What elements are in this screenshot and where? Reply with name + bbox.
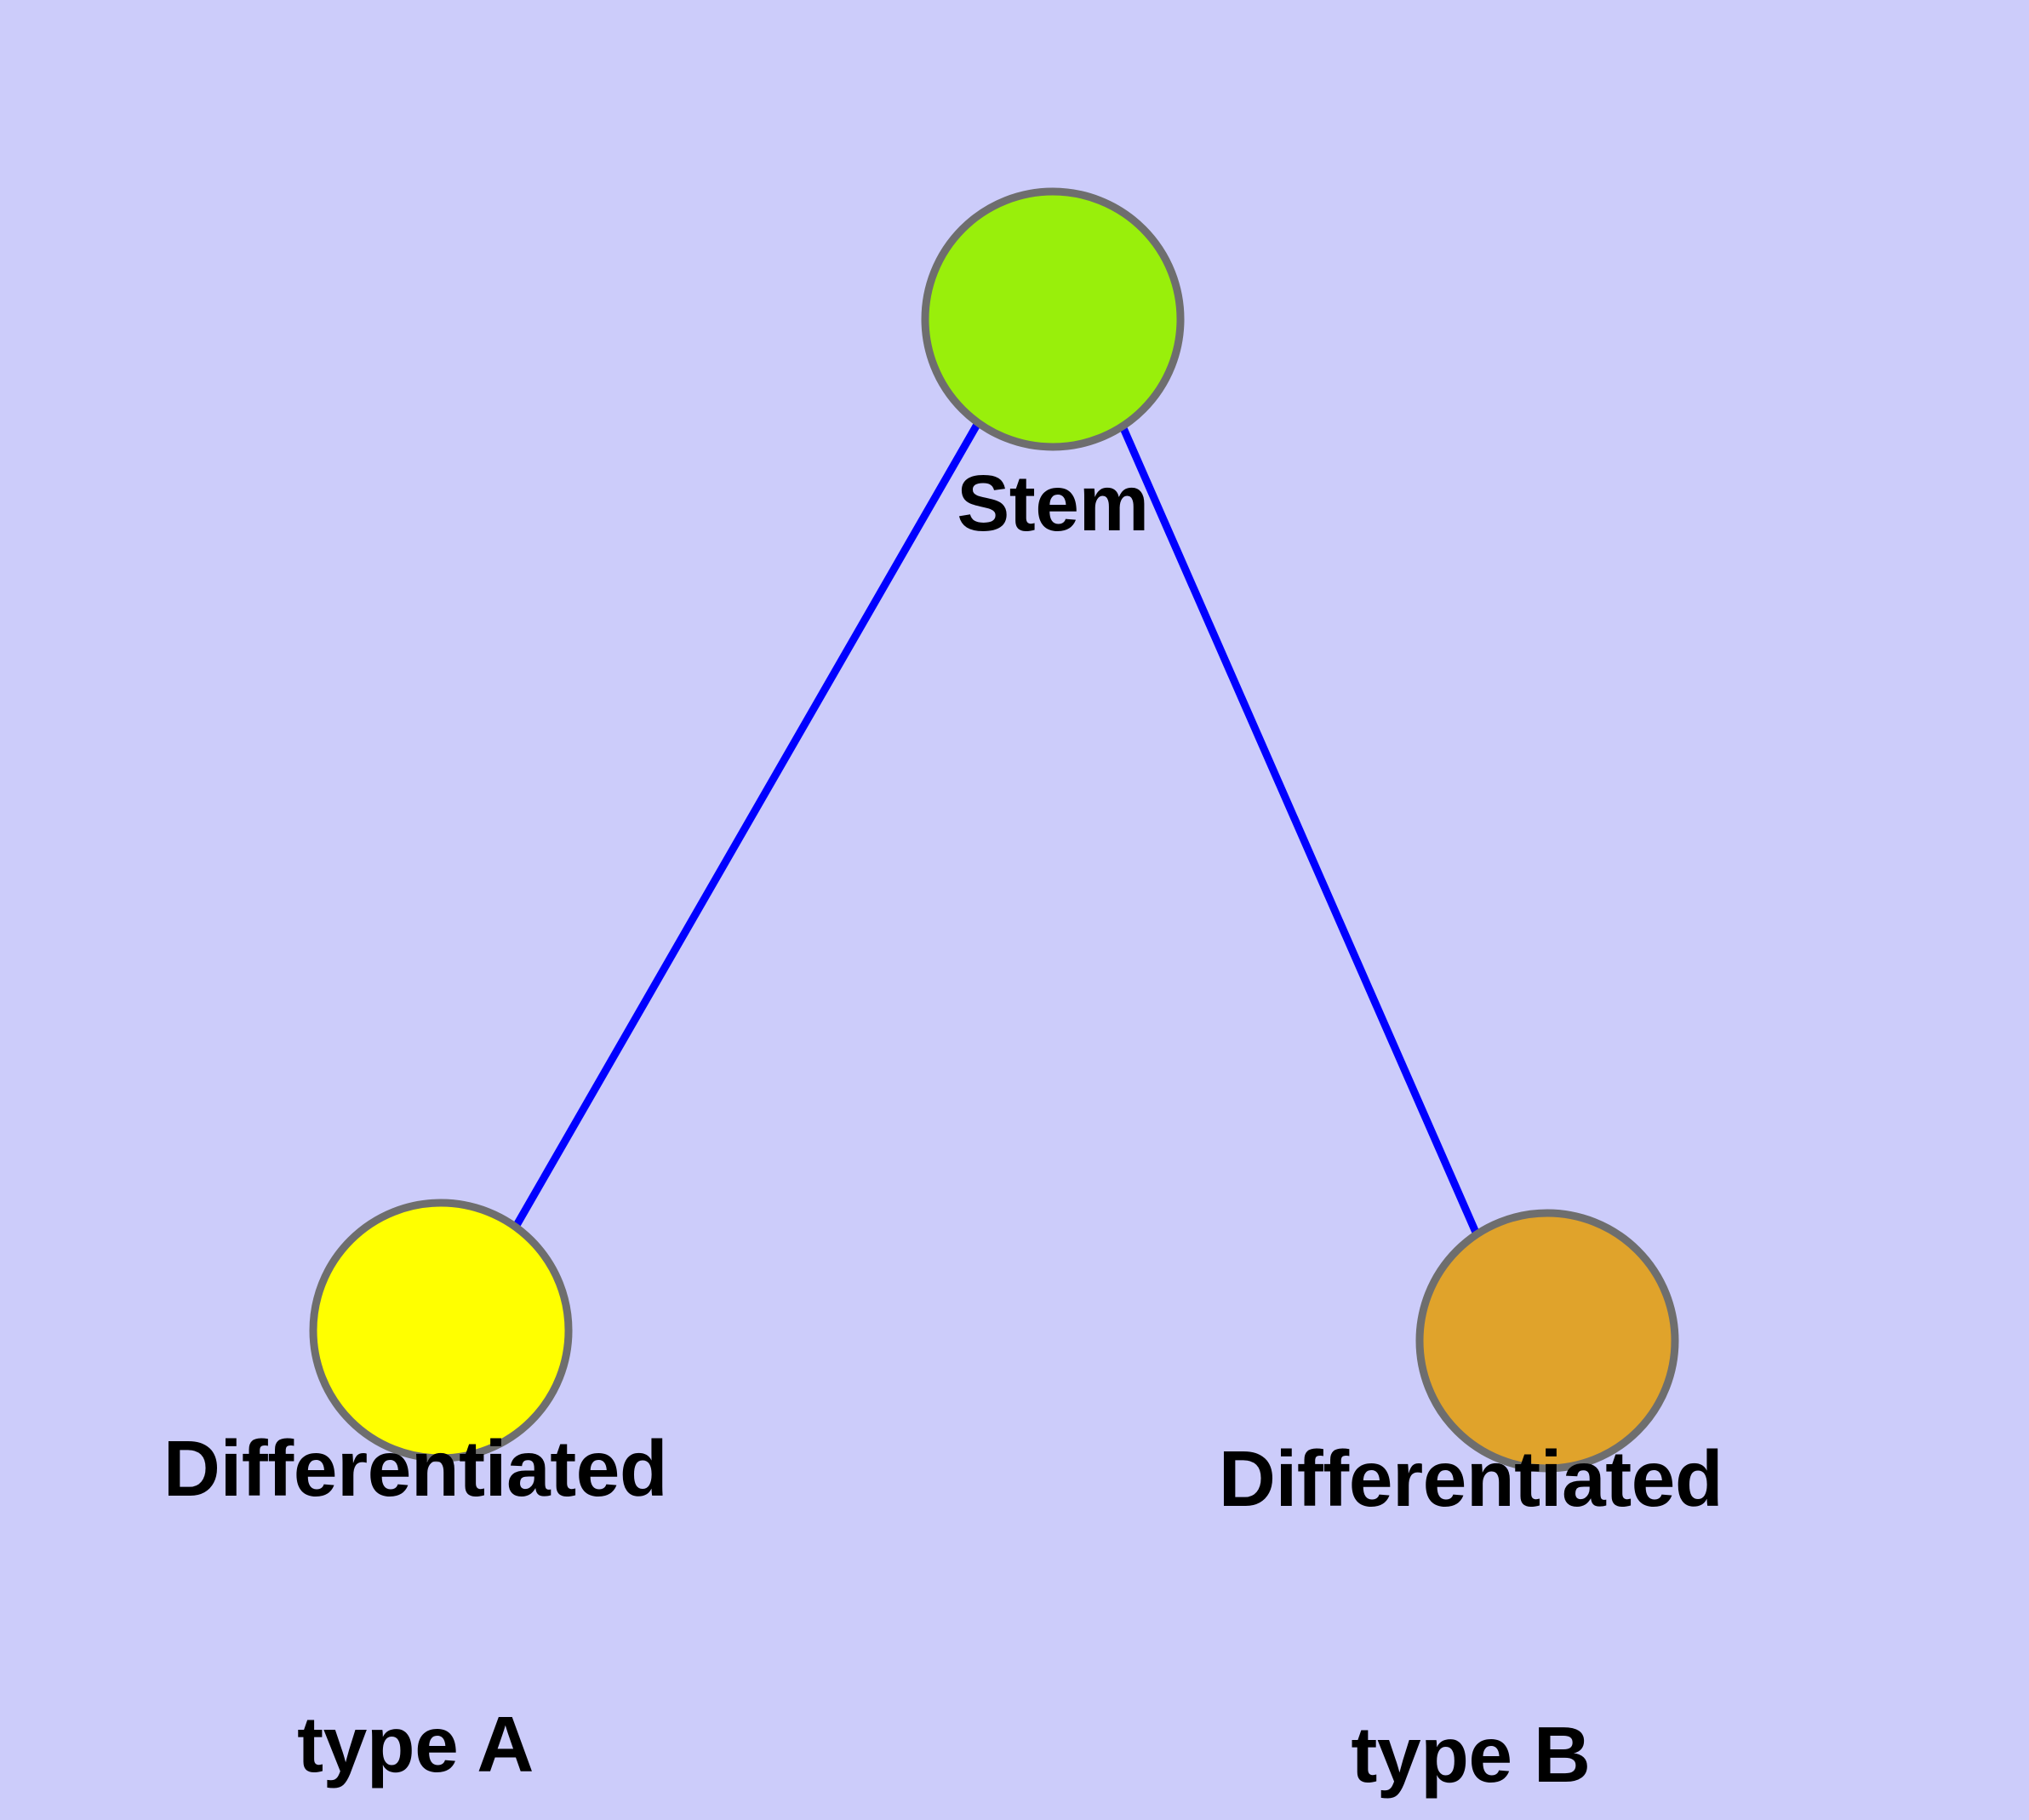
edge-stem-to-differentiated-type-a[interactable] bbox=[512, 421, 981, 1229]
node-stem[interactable] bbox=[921, 187, 1185, 451]
node-layer bbox=[309, 187, 1679, 1473]
edge-layer bbox=[512, 421, 1481, 1236]
node-differentiated-type-b[interactable] bbox=[1415, 1209, 1679, 1473]
node-differentiated-type-a[interactable] bbox=[309, 1199, 573, 1462]
edge-stem-to-differentiated-type-b[interactable] bbox=[1119, 426, 1481, 1236]
